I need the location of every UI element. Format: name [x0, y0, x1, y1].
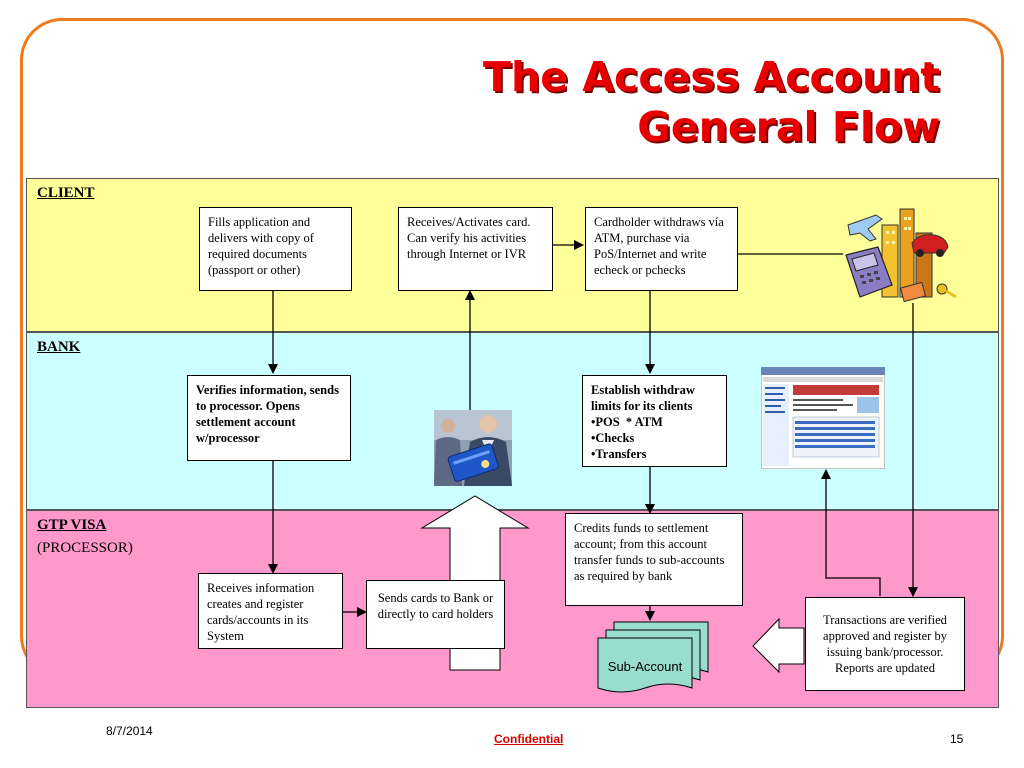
sub-account-label: Sub-Account: [607, 659, 683, 674]
arrow-transactions-to-report: [821, 469, 881, 596]
lane-label-bank: BANK: [37, 339, 81, 355]
box-cardholder-withdraws-text: Cardholder withdraws vía ATM, purchase v…: [594, 215, 724, 277]
lane-sublabel-processor: (PROCESSOR): [37, 540, 133, 556]
lane-label-client: CLIENT: [37, 185, 95, 201]
title-line-2: General Flow: [637, 103, 940, 151]
big-left-arrow: [752, 617, 805, 674]
box-verifies-information: Verifies information, sends to processor…: [187, 375, 351, 461]
establish-limits-heading: Establish withdraw limits for its client…: [591, 383, 695, 413]
box-establish-limits: Establish withdraw limits for its client…: [582, 375, 727, 467]
box-fills-application: Fills application and delivers with copy…: [199, 207, 352, 291]
footer-date: 8/7/2014: [106, 724, 153, 738]
box-receives-information: Receives information creates and registe…: [198, 573, 343, 649]
sub-account-stack: [597, 621, 709, 693]
box-verifies-information-text: Verifies information, sends to processor…: [196, 383, 339, 445]
establish-limits-item: •Checks: [591, 431, 635, 445]
box-fills-application-text: Fills application and delivers with copy…: [208, 215, 314, 277]
box-credits-funds-text: Credits funds to settlement account; fro…: [574, 521, 725, 583]
footer-confidential: Confidential: [494, 732, 564, 746]
lane-label-processor: GTP VISA: [37, 517, 107, 533]
businessman-card-photo: [434, 410, 512, 486]
box-credits-funds: Credits funds to settlement account; fro…: [565, 513, 743, 606]
box-receives-information-text: Receives information creates and registe…: [207, 581, 315, 643]
box-cardholder-withdraws: Cardholder withdraws vía ATM, purchase v…: [585, 207, 738, 291]
box-receives-activates: Receives/Activates card. Can verify his …: [398, 207, 553, 291]
travel-shopping-clipart-icon: [845, 208, 957, 303]
establish-limits-item: •Transfers: [591, 447, 647, 461]
box-transactions-verified-text: Transactions are verified approved and r…: [823, 613, 947, 675]
box-transactions-verified: Transactions are verified approved and r…: [805, 597, 965, 691]
footer-page-number: 15: [950, 732, 964, 746]
box-receives-activates-text: Receives/Activates card. Can verify his …: [407, 215, 531, 261]
title-line-1: The Access Account: [483, 53, 940, 101]
box-sends-cards-text: Sends cards to Bank or directly to card …: [377, 591, 494, 621]
establish-limits-item: •POS * ATM: [591, 415, 663, 429]
slide-title: The Access Account General Flow: [240, 52, 940, 152]
web-report-screenshot: [761, 367, 885, 469]
box-sends-cards: Sends cards to Bank or directly to card …: [366, 580, 505, 649]
